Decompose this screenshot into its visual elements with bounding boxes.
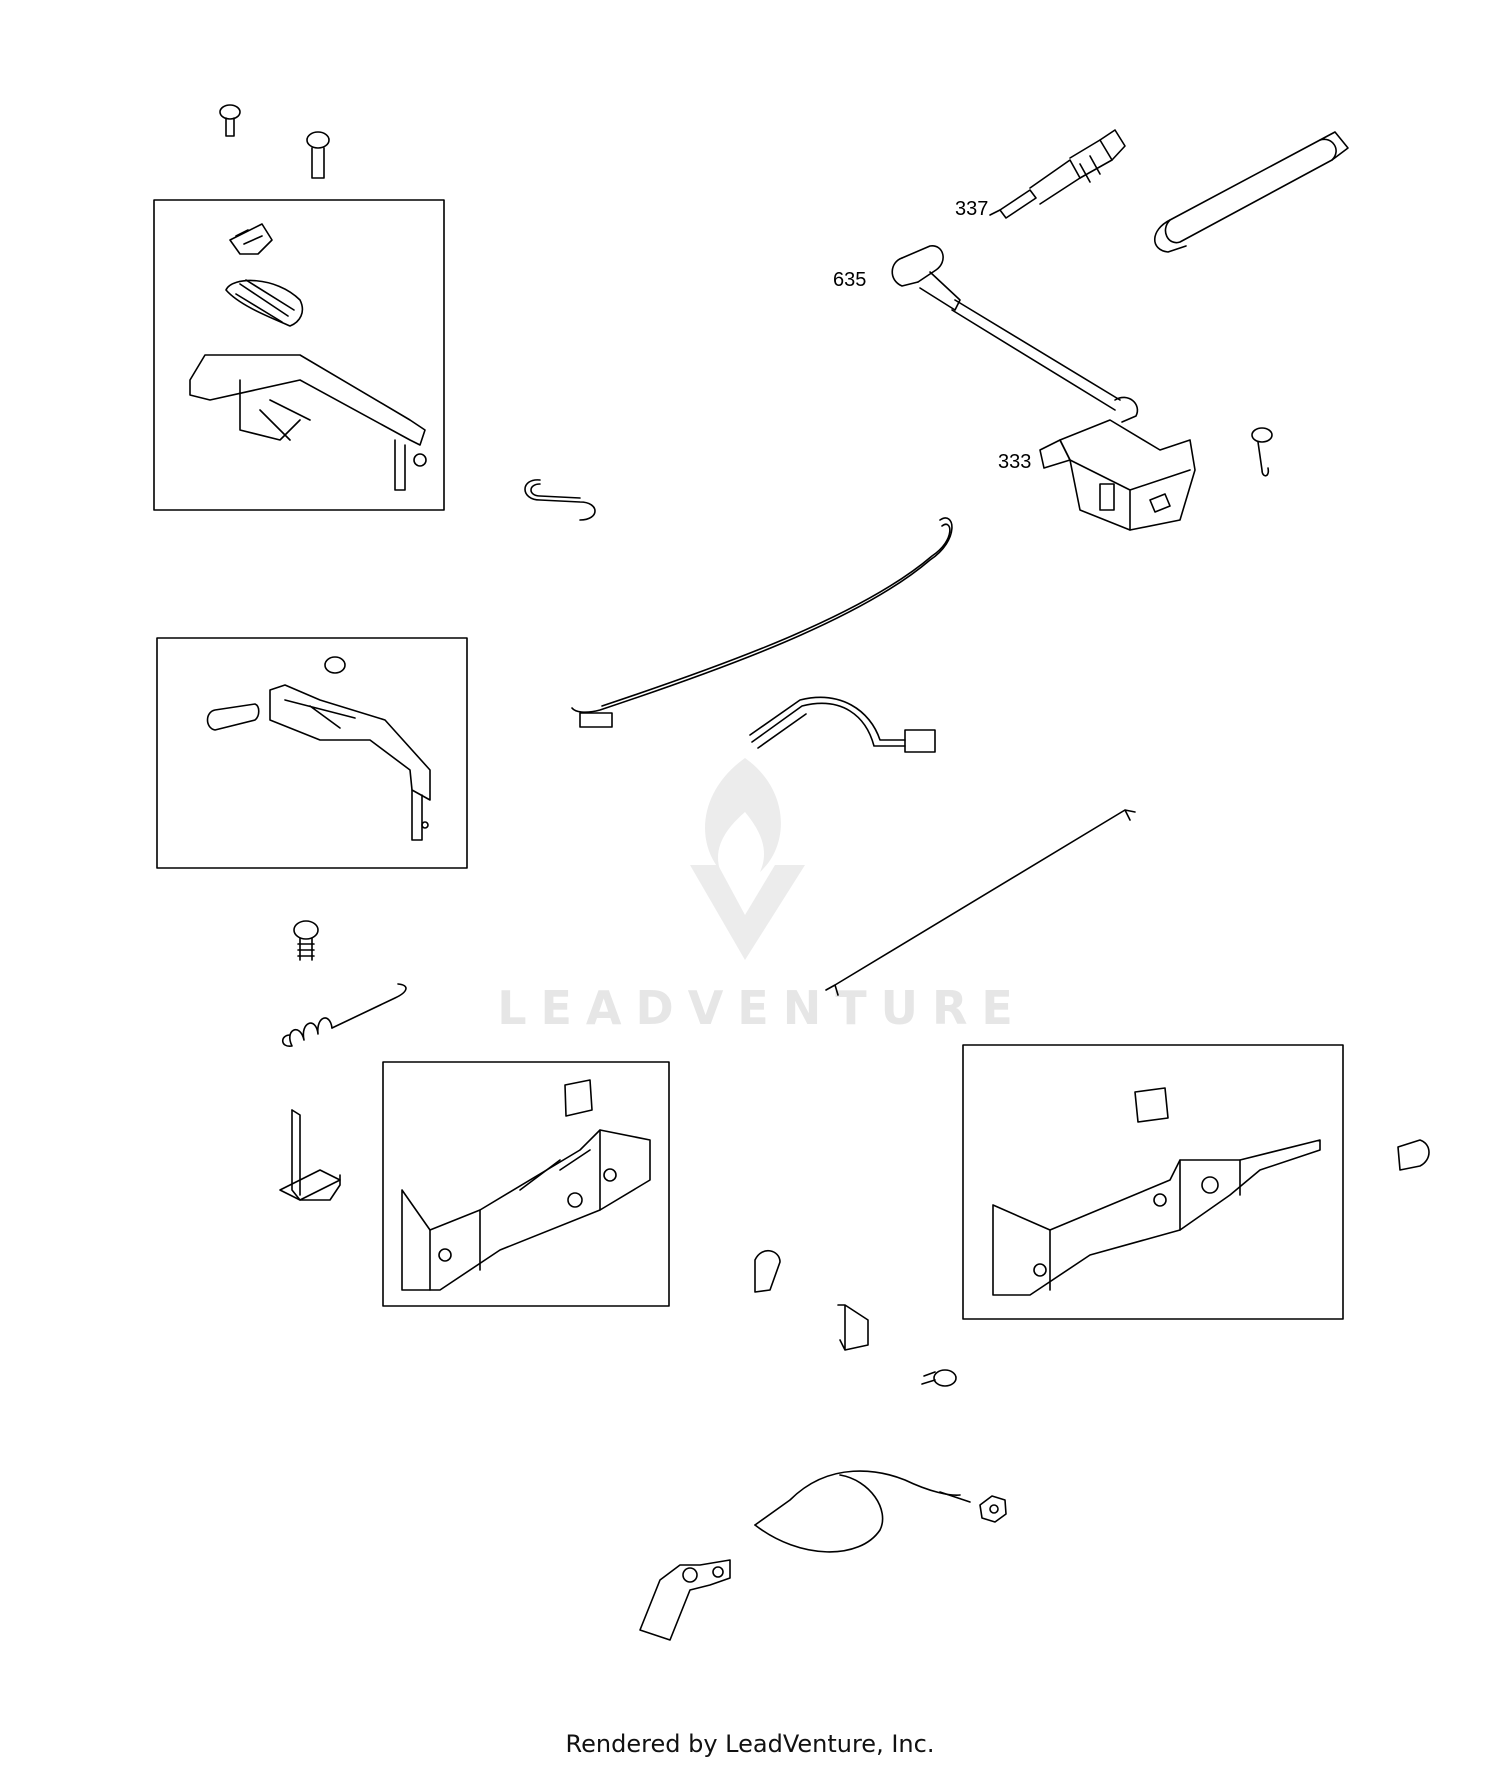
governor-rod-part xyxy=(825,809,1136,996)
throttle-link-part xyxy=(206,656,431,841)
control-bracket-right-part xyxy=(992,1087,1321,1296)
governor-spring-part xyxy=(281,983,407,1047)
cable-clamp-part xyxy=(837,1304,869,1351)
tube-part xyxy=(1153,131,1349,253)
assembly-box-throttle-link xyxy=(156,637,468,869)
leadventure-watermark: LEADVENTURE xyxy=(497,758,1027,1035)
assembly-box-control-bracket-left xyxy=(382,1061,670,1307)
spark-plug-part xyxy=(989,129,1126,219)
watermark-text: LEADVENTURE xyxy=(497,981,1027,1035)
assembly-box-control-bracket-right xyxy=(962,1044,1344,1320)
clip-pin-part xyxy=(1251,427,1273,477)
assembly-box-governor xyxy=(153,199,445,511)
governor-assembly-part xyxy=(189,223,427,491)
throttle-cable-part xyxy=(754,1470,971,1553)
ignition-coil-part xyxy=(891,245,1196,531)
callout-635: 635 xyxy=(833,269,866,291)
nut-part xyxy=(979,1495,1007,1523)
clip-part xyxy=(754,1250,781,1293)
footer-credit: Rendered by LeadVenture, Inc. xyxy=(565,1730,935,1758)
watermark-v-icon xyxy=(690,865,805,960)
control-bracket-left-part xyxy=(401,1079,651,1291)
screw-part xyxy=(219,104,241,137)
callout-337: 337 xyxy=(955,198,988,220)
small-screw-part xyxy=(921,1369,957,1387)
watermark-flame-icon xyxy=(705,758,781,872)
s-hook-link-part xyxy=(524,479,596,521)
screw-washer-part xyxy=(293,920,319,961)
bracket-stand-part xyxy=(279,1109,341,1201)
callout-333: 333 xyxy=(998,451,1031,473)
bolt-part xyxy=(306,131,330,179)
wire-harness-part xyxy=(749,696,936,753)
choke-lever-part xyxy=(639,1559,731,1641)
ground-wire-part xyxy=(571,517,953,728)
knob-part xyxy=(1397,1139,1430,1171)
